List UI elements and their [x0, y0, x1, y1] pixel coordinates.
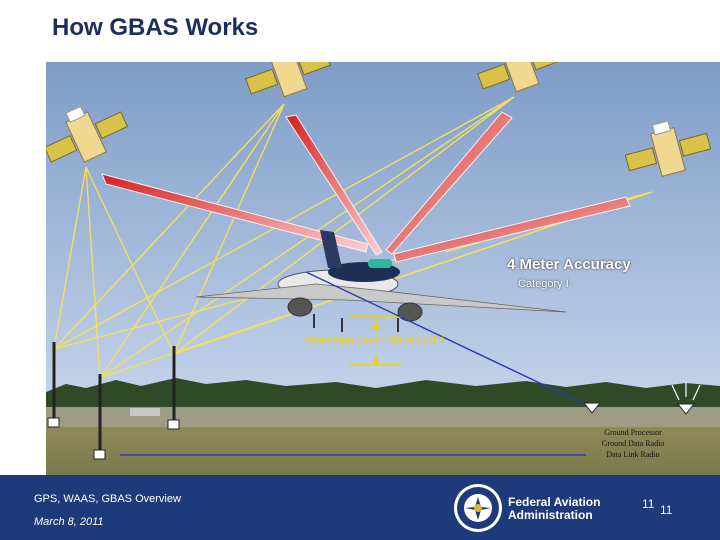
agency-line-1: Federal Aviation — [508, 495, 601, 509]
aircraft-icon — [195, 230, 567, 332]
ground-data-radio-label: Ground Data Radio — [601, 439, 665, 448]
satellite-icon — [624, 120, 712, 177]
satellite-icon — [46, 105, 129, 163]
page-number: 11 — [642, 497, 655, 511]
footer-date: March 8, 2011 — [34, 516, 104, 528]
category-label: Category I — [518, 278, 569, 290]
ground-processor-label: Ground Processor — [604, 428, 662, 437]
agency-line-2: Administration — [508, 508, 593, 522]
ground-station-labels: Ground Processor Ground Data Radio Data … — [588, 427, 678, 460]
aircraft-signals — [101, 111, 631, 263]
accuracy-label: 4 Meter Accuracy — [507, 256, 631, 273]
gbas-receiver — [368, 259, 392, 268]
agency-name: Federal Aviation Administration — [508, 496, 600, 522]
tree-line — [46, 378, 720, 412]
scene-illustration — [46, 62, 720, 475]
slide-title: How GBAS Works — [52, 14, 259, 41]
data-link-radio-label: Data Link Radio — [606, 450, 660, 459]
satellite-icon — [245, 62, 331, 98]
footer-subtitle: GPS, WAAS, GBAS Overview — [34, 493, 181, 505]
protection-level-label: Protection Level=10 m CAT I — [304, 335, 444, 347]
page-number-secondary: 11 — [660, 503, 673, 517]
vhf-antenna-icon — [582, 382, 701, 415]
protection-level-marker — [349, 316, 402, 366]
runway — [46, 407, 720, 429]
faa-seal-icon — [454, 484, 502, 532]
data-link — [120, 271, 587, 456]
reference-receiver-antennas — [47, 342, 180, 460]
footer-bar: GPS, WAAS, GBAS Overview March 8, 2011 F… — [0, 475, 720, 540]
satellite-icon — [477, 62, 563, 93]
grass — [46, 427, 720, 475]
